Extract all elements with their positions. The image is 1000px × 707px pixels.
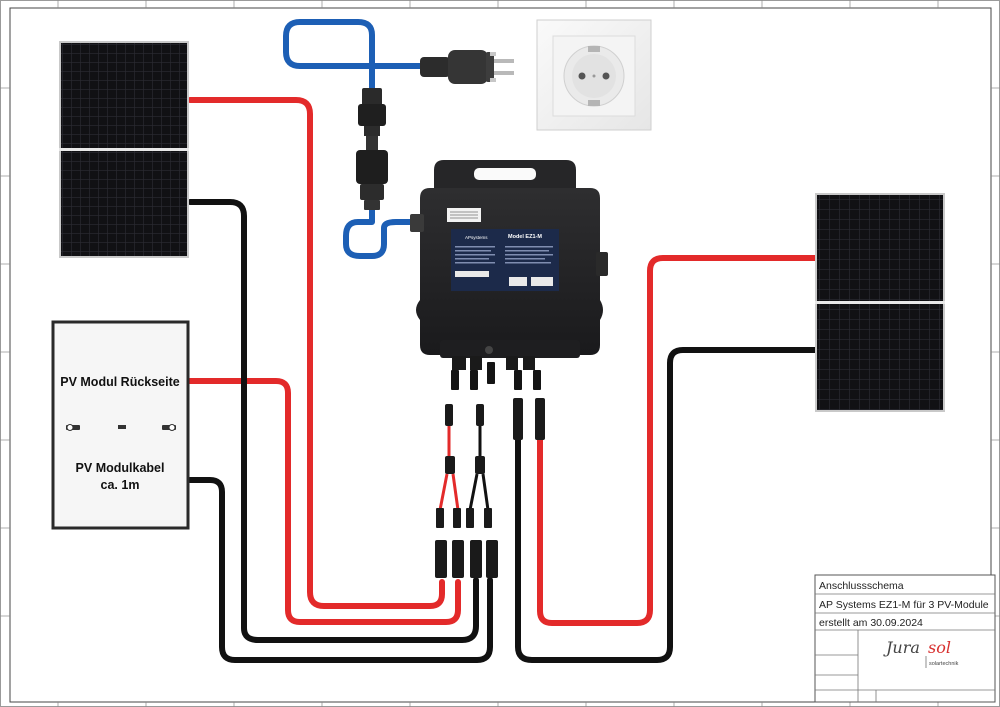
mc4-connectors-right <box>513 398 545 440</box>
ac-cable <box>283 19 433 259</box>
title-block-description: AP Systems EZ1-M für 3 PV-Module <box>819 599 989 611</box>
pv-panel-right <box>815 193 945 412</box>
rear-module-label: PV Modul Rückseite <box>60 375 180 389</box>
title-block-date: erstellt am 30.09.2024 <box>819 617 923 629</box>
inverter-model: Model EZ1-M <box>508 234 542 240</box>
dc-positive-cables <box>187 97 818 626</box>
microinverter: APsystems Model EZ1-M <box>410 160 608 390</box>
inverter-brand: APsystems <box>465 235 488 240</box>
mc4-y-splitter <box>435 404 498 578</box>
jurasol-logo: Jura sol solartechnik <box>883 638 959 668</box>
ac-connector <box>356 88 388 210</box>
pv-module-rear: PV Modul Rückseite PV Modulkabel ca. 1m <box>51 320 190 530</box>
rear-junction-connectors <box>66 424 176 431</box>
dc-negative-cables <box>187 199 818 663</box>
pv-panel-left <box>59 41 189 258</box>
logo-text-sol: sol <box>928 638 951 657</box>
title-block-title: Anschlussschema <box>819 580 904 592</box>
schuko-plug <box>420 50 514 84</box>
logo-subtext: solartechnik <box>929 661 959 667</box>
logo-text-jura: Jura <box>883 638 920 657</box>
wall-socket <box>536 19 652 131</box>
module-cable-label: PV Modulkabel <box>76 461 165 475</box>
title-block: Anschlussschema AP Systems EZ1-M für 3 P… <box>814 574 996 703</box>
module-cable-length: ca. 1m <box>101 478 140 492</box>
